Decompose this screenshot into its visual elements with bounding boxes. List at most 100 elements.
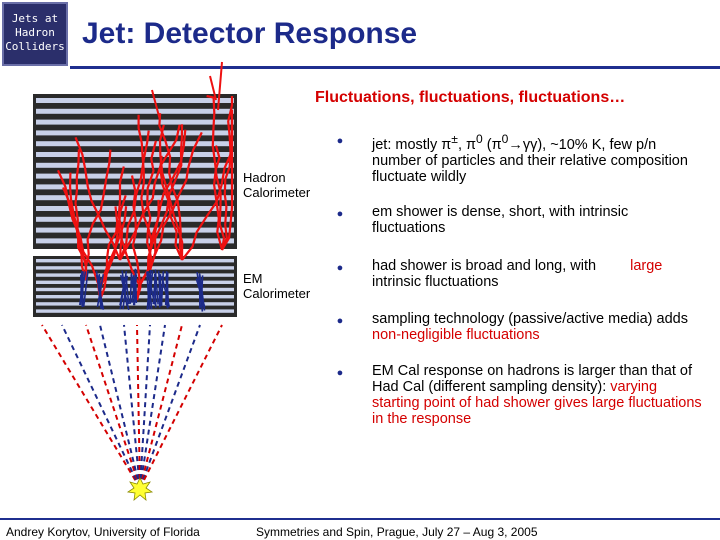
absorber-layer [36, 141, 234, 147]
em-shower-line [78, 271, 87, 306]
particle-track [139, 324, 223, 489]
em-shower-line [161, 276, 171, 307]
em-shower-line [198, 274, 206, 311]
particle-track [61, 324, 141, 489]
shower-branch [212, 145, 224, 251]
bullet-subtext: number of particles and their relative c… [372, 152, 688, 185]
particle-tracks [41, 324, 223, 489]
badge-line: Colliders [5, 40, 65, 53]
em-shower-line [121, 270, 128, 306]
bullet-item: ● had shower is broad and long, with lar… [337, 258, 718, 290]
label-line: Calorimeter [243, 286, 311, 301]
bullet-item: ● sampling technology (passive/active me… [337, 311, 718, 343]
footer-conference: Symmetries and Spin, Prague, July 27 – A… [256, 525, 538, 539]
absorber-layer [36, 162, 234, 168]
absorber-layer [36, 173, 234, 179]
bullet-item: ● em shower is dense, short, with intrin… [337, 204, 648, 236]
em-shower-line [152, 273, 157, 305]
hadron-calorimeter-label: Hadron Calorimeter [243, 170, 310, 200]
shower-branch [117, 166, 125, 261]
em-shower-line [129, 272, 133, 304]
absorber-layer [36, 108, 234, 114]
shower-branch [151, 89, 161, 121]
shower-branch [221, 119, 234, 251]
em-shower-clusters [78, 268, 206, 312]
shower-branch [118, 130, 150, 261]
em-shower-line [119, 270, 128, 310]
shower-branch [158, 113, 184, 261]
em-shower-line [125, 275, 130, 305]
particle-track [139, 324, 151, 489]
bullet-highlight: large [630, 258, 663, 274]
bullet-text: em shower is dense, short, with intrinsi… [372, 204, 629, 236]
bullet-dot-icon: ● [336, 262, 344, 274]
shower-branch [159, 155, 184, 261]
course-badge: Jets at Hadron Colliders [2, 2, 68, 66]
bullet-text: EM Cal response on hadrons is larger tha… [372, 363, 692, 395]
footer-author: Andrey Korytov, University of Florida [6, 525, 200, 539]
absorber-layer [36, 152, 234, 157]
slide-title: Jet: Detector Response [82, 17, 418, 50]
bullet-dot-icon: ● [336, 208, 344, 220]
bullet-text: intrinsic fluctuations [372, 274, 499, 290]
em-shower-line [166, 272, 169, 308]
bullet-item: ● EM Cal response on hadrons is larger t… [337, 363, 708, 427]
particle-track [139, 324, 201, 489]
hadron-showers [56, 61, 234, 301]
label-line: Hadron [243, 170, 286, 185]
shower-branch [137, 114, 154, 271]
label-line: EM [243, 271, 263, 286]
bullet-text: sampling technology (passive/active medi… [372, 311, 688, 327]
badge-line: Jets at [11, 12, 59, 25]
em-calorimeter-label: EM Calorimeter [243, 271, 310, 301]
em-shower-line [98, 275, 102, 309]
em-layer [36, 309, 234, 313]
footer-divider [0, 518, 720, 520]
em-shower-line [196, 271, 204, 307]
em-shower-line [82, 270, 89, 307]
shower-branch [98, 219, 119, 301]
bullet-dot-icon: ● [336, 135, 344, 147]
em-layer [36, 259, 234, 263]
badge-line: Hadron [15, 26, 55, 39]
bullet-text: jet: mostly π±, π0 (π0→γγ), ~10% K, few … [372, 132, 657, 153]
particle-track [139, 324, 183, 489]
particle-track [99, 324, 141, 489]
bullet-highlight: non-negligible fluctuations [372, 327, 540, 343]
shower-branch [119, 124, 181, 261]
bullet-highlight: varying starting point of had shower giv… [372, 379, 702, 427]
shower-branch [209, 75, 217, 101]
bullet-dot-icon: ● [336, 367, 344, 379]
shower-branch [220, 96, 234, 251]
em-shower-line [148, 275, 152, 310]
shower-branch [56, 169, 102, 301]
shower-branch [74, 149, 88, 281]
absorber-layer [36, 98, 234, 103]
shower-branch [206, 94, 226, 251]
particle-track [136, 324, 141, 489]
shower-branch [146, 140, 157, 271]
shower-branch [74, 136, 122, 261]
particle-track [139, 324, 166, 489]
em-layer [36, 266, 234, 270]
absorber-layer [36, 119, 234, 125]
absorber-layer [36, 130, 234, 136]
interaction-vertex-icon [126, 477, 154, 501]
shower-branch [84, 149, 112, 281]
particle-track [123, 324, 141, 489]
bullet-dot-icon: ● [336, 315, 344, 327]
em-shower-line [131, 270, 137, 303]
slide-subtitle: Fluctuations, fluctuations, fluctuations… [315, 89, 626, 106]
bullet-text: had shower is broad and long, with [372, 258, 597, 274]
shower-branch [217, 61, 223, 111]
label-line: Calorimeter [243, 185, 311, 200]
shower-branch [148, 131, 203, 271]
bullet-item: ● jet: mostly π±, π0 (π0→γγ), ~10% K, fe… [337, 131, 708, 185]
em-shower-line [79, 274, 84, 308]
particle-track [85, 324, 141, 489]
em-shower-line [160, 271, 165, 306]
shower-branch [130, 175, 142, 301]
title-divider [70, 66, 720, 69]
particle-track [41, 324, 141, 489]
